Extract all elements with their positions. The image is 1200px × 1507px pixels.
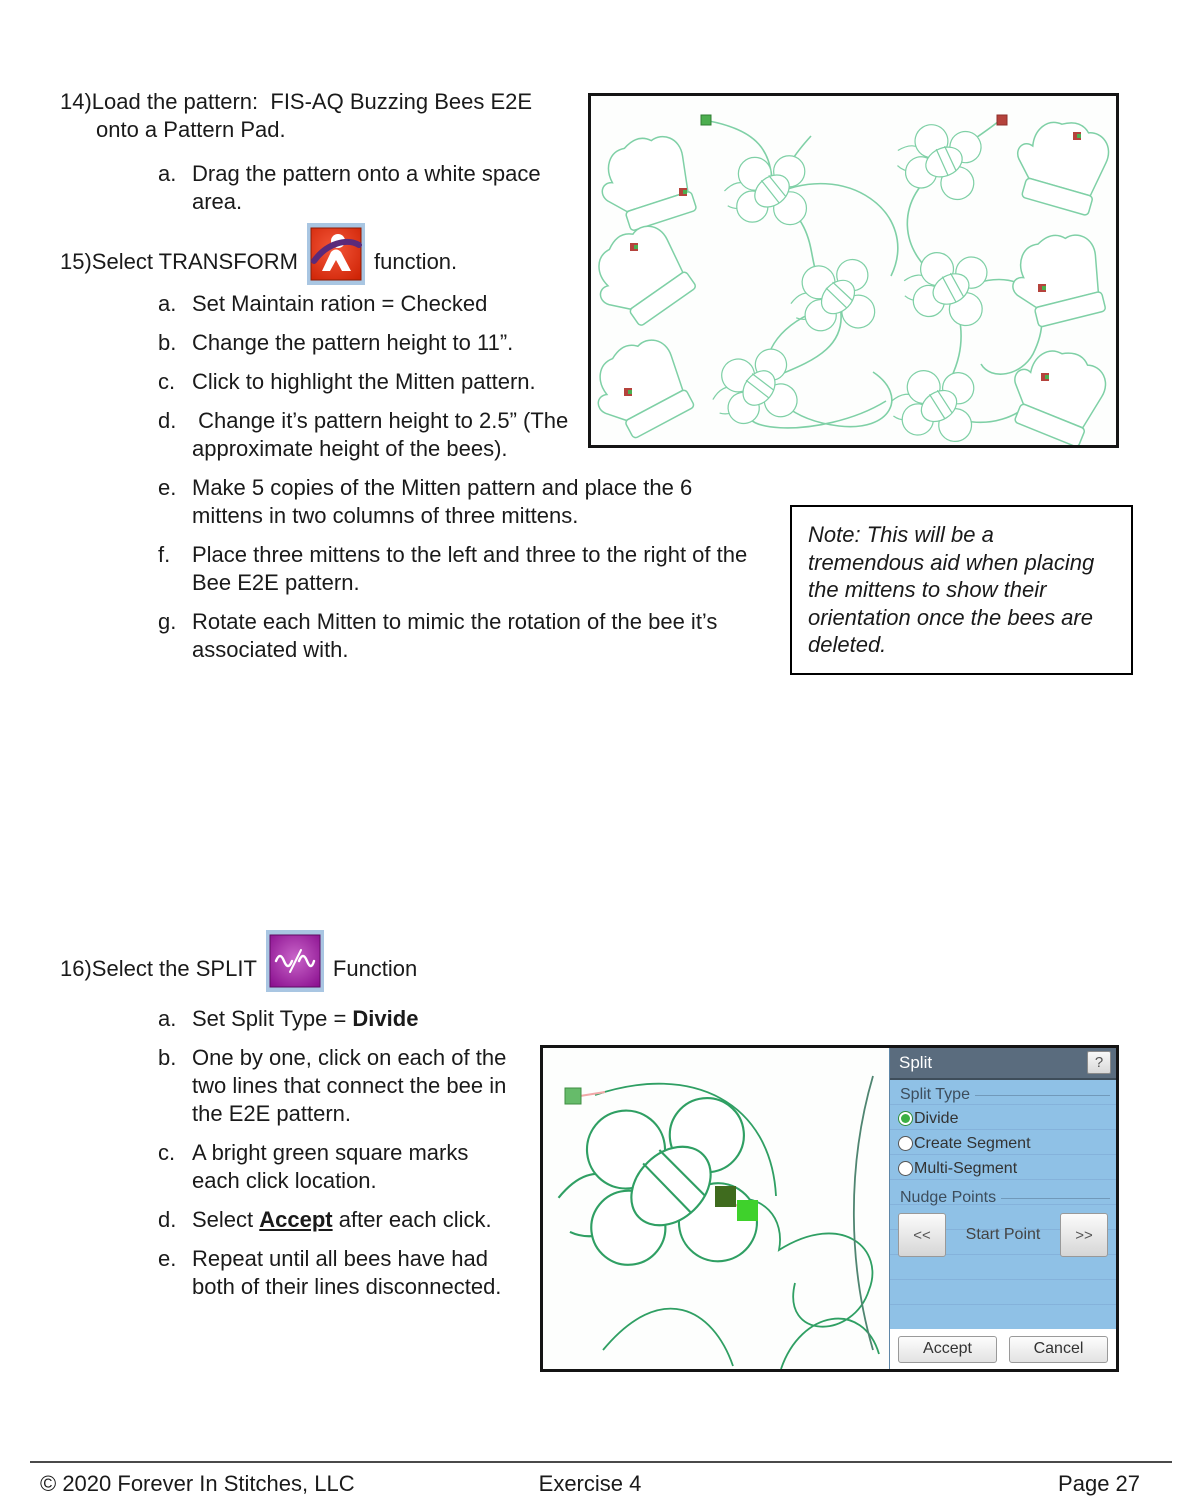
click-marker-bright	[737, 1200, 758, 1221]
footer: © 2020 Forever In Stitches, LLC Exercise…	[40, 1471, 1140, 1497]
step-15-label: Select TRANSFORM	[91, 249, 298, 274]
note-text: Note: This will be a tremendous aid when…	[808, 522, 1101, 657]
step-16-number: 16)	[60, 956, 92, 981]
split-dialog-title: Split	[899, 1053, 933, 1072]
nudge-label: Start Point	[965, 1226, 1041, 1243]
pattern-markers	[624, 114, 1081, 396]
step-16-sublist: a.Set Split Type = Divide b.One by one, …	[158, 1005, 538, 1312]
step-14a: a. Drag the pattern onto a white space a…	[158, 160, 584, 216]
cancel-button[interactable]: Cancel	[1009, 1335, 1108, 1363]
split-dialog: Split ? Split Type Divide Create Segment…	[889, 1048, 1116, 1369]
radio-multi-segment-icon[interactable]	[898, 1161, 913, 1176]
radio-create-segment[interactable]: Create Segment	[898, 1131, 1116, 1156]
step-14-number: 14)	[60, 89, 92, 114]
step-15-sublist: a.Set Maintain ration = Checked b.Change…	[158, 290, 758, 675]
step-15f: f.Place three mittens to the left and th…	[158, 542, 754, 595]
split-type-group-label: Split Type	[900, 1086, 970, 1103]
split-icon	[265, 930, 324, 992]
step-16-suffix: Function	[332, 956, 418, 981]
split-dialog-actions: Accept Cancel	[890, 1329, 1116, 1369]
note-box: Note: This will be a tremendous aid when…	[790, 505, 1133, 675]
split-dialog-body: Split Type Divide Create Segment Multi-S…	[890, 1080, 1116, 1329]
split-screenshot-image: Split ? Split Type Divide Create Segment…	[540, 1045, 1119, 1372]
step-15-suffix: function.	[373, 249, 458, 274]
nudge-left-button[interactable]: <<	[898, 1213, 946, 1257]
step-15: 15)Select TRANSFORM function.	[60, 223, 457, 285]
nudge-right-button[interactable]: >>	[1059, 1213, 1108, 1257]
nudge-points-group-label: Nudge Points	[900, 1189, 997, 1206]
step-16a: a.Set Split Type = Divide	[158, 1006, 419, 1031]
step-15c: c.Click to highlight the Mitten pattern.	[158, 369, 536, 394]
footer-rule	[30, 1461, 1172, 1463]
footer-copyright: © 2020 Forever In Stitches, LLC	[40, 1471, 355, 1496]
step-14a-letter: a.	[158, 161, 177, 186]
step-15-number: 15)	[60, 249, 92, 274]
nudge-points-group: Nudge Points << Start Point >>	[890, 1189, 1116, 1257]
radio-multi-segment[interactable]: Multi-Segment	[898, 1156, 1116, 1181]
step-15d: d. Change it’s pattern height to 2.5” (T…	[158, 408, 575, 461]
step-14-text: Load the pattern: FIS-AQ Buzzing Bees E2…	[91, 89, 539, 142]
footer-exercise: Exercise 4	[538, 1471, 642, 1496]
step-15b: b.Change the pattern height to 11”.	[158, 330, 514, 355]
radio-divide-icon[interactable]	[898, 1111, 913, 1126]
bee-mitten-pattern	[577, 109, 1116, 450]
accept-button[interactable]: Accept	[898, 1335, 997, 1363]
step-15g: g.Rotate each Mitten to mimic the rotati…	[158, 609, 724, 662]
step-16: 16)Select the SPLIT Function	[60, 930, 417, 992]
radio-divide[interactable]: Divide	[898, 1106, 1116, 1131]
split-pattern-view	[548, 1075, 880, 1369]
pattern-preview-image	[577, 93, 1119, 450]
step-14: 14)Load the pattern: FIS-AQ Buzzing Bees…	[60, 88, 560, 144]
step-16d: d.Select Accept after each click.	[158, 1207, 492, 1232]
split-type-group: Split Type Divide Create Segment Multi-S…	[890, 1086, 1116, 1181]
footer-page-number: Page 27	[1058, 1471, 1141, 1496]
step-15e: e.Make 5 copies of the Mitten pattern an…	[158, 475, 699, 528]
split-dialog-titlebar: Split ?	[890, 1048, 1116, 1080]
step-16b: b.One by one, click on each of the two l…	[158, 1045, 513, 1126]
step-14a-text: Drag the pattern onto a white space area…	[192, 161, 547, 214]
step-16c: c.A bright green square marks each click…	[158, 1140, 475, 1193]
radio-create-segment-icon[interactable]	[898, 1136, 913, 1151]
step-15a: a.Set Maintain ration = Checked	[158, 291, 488, 316]
transform-icon	[306, 223, 365, 285]
step-16e: e.Repeat until all bees have had both of…	[158, 1246, 502, 1299]
step-16-label: Select the SPLIT	[91, 956, 257, 981]
help-button[interactable]: ?	[1087, 1051, 1111, 1074]
click-marker-dark	[715, 1186, 736, 1207]
